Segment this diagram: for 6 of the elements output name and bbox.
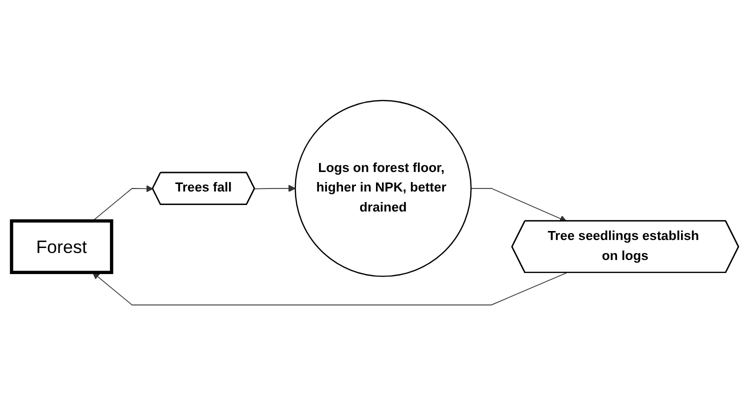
arrow [92,272,567,306]
node-box: Forest [10,219,114,274]
arrow [254,184,296,192]
arrow [92,184,154,222]
arrow [470,188,567,222]
node-circle: Logs on forest floor, higher in NPK, better drained [294,100,472,277]
